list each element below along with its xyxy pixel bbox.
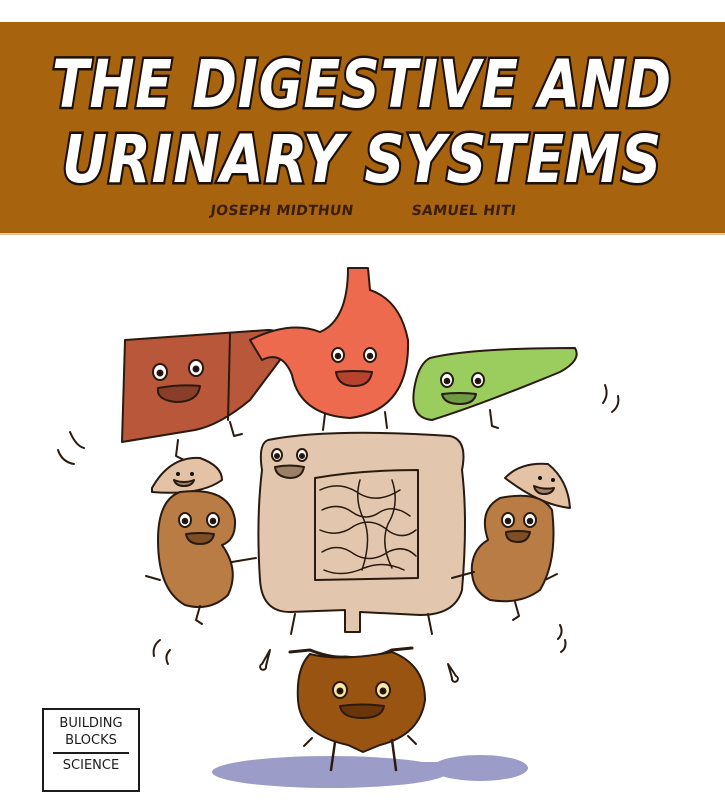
- title-text: THE DIGESTIVE AND URINARY SYSTEMS: [50, 44, 674, 201]
- authors: JOSEPH MIDTHUN SAMUEL HITI: [0, 203, 725, 227]
- pancreas-character: [412, 347, 578, 429]
- series-line-2: BLOCKS: [65, 733, 117, 748]
- series-line-1: BUILDING: [59, 716, 123, 731]
- title-line-1: THE DIGESTIVE AND: [52, 46, 672, 123]
- series-divider: [53, 752, 129, 754]
- stomach-character: [249, 267, 410, 431]
- left-kidney-character: [145, 456, 257, 625]
- series-line-3: SCIENCE: [62, 758, 120, 773]
- motion-lines: [57, 384, 620, 683]
- illustrator-name: SAMUEL HITI: [410, 203, 517, 219]
- liver-character: [121, 329, 284, 461]
- cover-illustration: [57, 267, 620, 788]
- title-banner: THE DIGESTIVE AND URINARY SYSTEMS JOSEPH…: [0, 22, 725, 235]
- intestines-character: [257, 431, 466, 635]
- author-name: JOSEPH MIDTHUN: [209, 203, 355, 219]
- series-logo: BUILDING BLOCKS SCIENCE: [42, 708, 140, 792]
- right-kidney-character: [451, 462, 571, 621]
- ground-shadow: [212, 755, 528, 788]
- bladder-character: [288, 646, 426, 772]
- title-line-2: URINARY SYSTEMS: [62, 121, 662, 198]
